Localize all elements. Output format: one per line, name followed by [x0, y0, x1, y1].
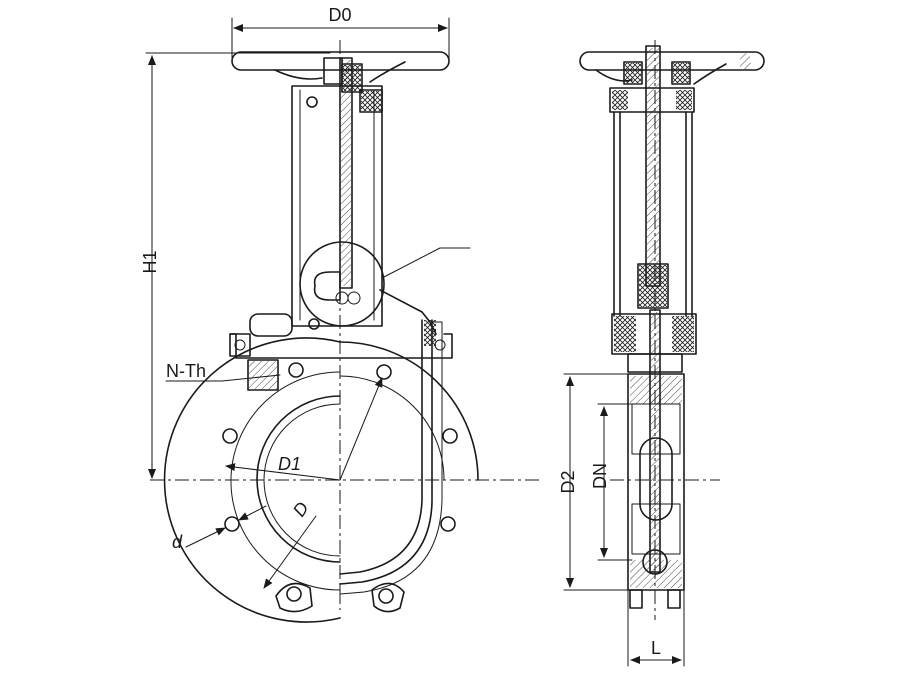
bolt-holes: [222, 362, 458, 532]
h1-label: H1: [140, 250, 160, 273]
d-bore-label: D: [289, 498, 313, 520]
d0-label: D0: [328, 5, 351, 25]
yoke-column: [291, 85, 383, 330]
top-housing-side: [609, 87, 695, 317]
l-dimension: L: [627, 589, 685, 667]
n-th-label: N-Th: [166, 361, 206, 381]
inspection-window: [299, 241, 385, 327]
stem-side: [637, 45, 669, 309]
d2-label: D2: [558, 470, 578, 493]
callout-leader: [381, 247, 471, 279]
bolt-circle-leader: [339, 377, 383, 481]
d2-dimension: D2: [558, 373, 629, 591]
side-view: D2 DN L: [558, 40, 765, 667]
d-label: d: [172, 532, 183, 552]
bonnet: [229, 289, 453, 391]
d1-dimension: D1: [225, 454, 341, 481]
d-dimension: d: [172, 505, 267, 552]
side-centerlines: [610, 40, 720, 620]
n-th-callout: N-Th: [165, 361, 281, 382]
d-bore-dimension: D: [263, 498, 317, 589]
handwheel-side: [579, 51, 765, 85]
valve-body-front: [163, 319, 479, 623]
dn-label: DN: [590, 463, 610, 489]
l-label: L: [651, 638, 661, 658]
dn-dimension: DN: [590, 403, 633, 561]
front-view: D0 H1: [140, 5, 540, 623]
stem-front: [339, 57, 353, 289]
d1-label: D1: [278, 454, 301, 474]
front-centerlines: [150, 40, 540, 610]
